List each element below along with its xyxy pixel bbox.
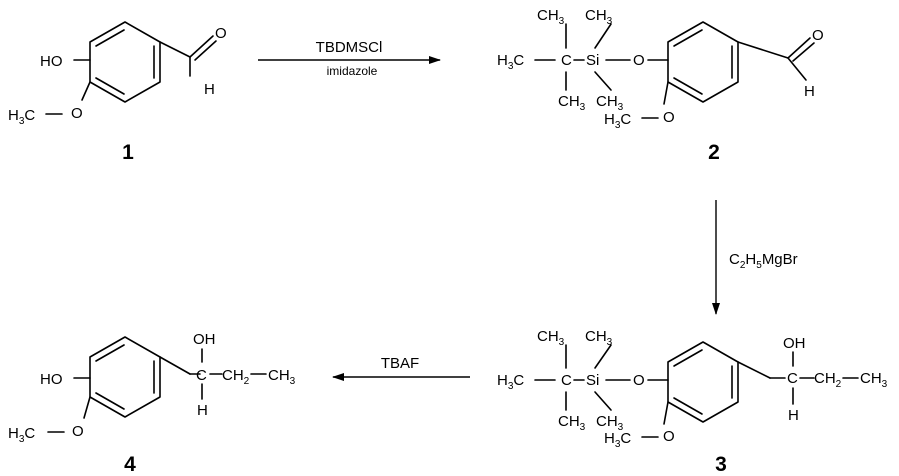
compound-1-hydroxyl-label: HO [40,53,63,70]
compound-4-methylene-label: CH2 [222,367,250,387]
compound-2-carbonyl-o-label: O [812,27,824,44]
compound-3-methylene-label: CH2 [814,370,842,390]
compound-2-bond [737,41,789,59]
compound-4-number: 4 [124,453,136,476]
compound-3-bond [737,361,771,379]
compound-3-bond [663,401,669,425]
compound-1-methoxy-o-label: O [71,105,83,122]
compound-2-methoxy-o-label: O [663,109,675,126]
compound-4-hydroxyl-chain-label: OH [193,331,216,348]
compound-2-tbu-methyl-label: CH3 [558,93,586,113]
compound-2-si-methyl-label: CH3 [585,7,613,27]
compound-3-methyl-label: H3C [604,430,631,450]
compound-3-ring [667,341,739,423]
compound-4-carbinol-h-label: H [197,402,208,419]
compound-1-ring-double-bond [95,29,125,47]
compound-4-ring [89,336,161,418]
compound-2-bond [787,57,807,81]
compound-4-carbinol-c-label: C [196,367,207,384]
compound-3-si-methyl-label: CH3 [585,328,613,348]
compound-2-methyl-label: H3C [497,52,524,72]
compound-2-si-label: Si [586,52,599,69]
condition-step-1: imidazole [327,64,378,78]
compound-1-co-double-bond [194,40,217,61]
compound-3-carbinol-h-label: H [788,407,799,424]
compound-1-cho-bond [159,41,191,58]
compound-3-ring-double-bond [673,349,703,367]
compound-3-bond [594,391,612,411]
compound-2-aldehyde-h-label: H [804,83,815,100]
compound-3-ether-o-label: O [633,372,645,389]
compound-3-bond [594,344,612,369]
reagent-step-1: TBDMSCl [316,39,383,56]
compound-4-hydroxyl-label: HO [40,371,63,388]
compound-3-ring-double-bond [673,397,703,415]
compound-1-co-double-bond [189,35,214,58]
compound-1-methyl-label: H3C [8,107,35,127]
compound-4-o-bond [83,396,91,419]
compound-3-quaternary-c-label: C [561,372,572,389]
compound-1-number: 1 [122,141,134,164]
compound-3-carbinol-c-label: C [787,370,798,387]
compound-4-ring-double-bond [95,392,125,410]
compound-4-terminal-methyl-label: CH3 [268,367,296,387]
compound-2-ring-double-bond [673,29,703,47]
compound-3-methoxy-o-label: O [663,428,675,445]
compound-1-ring [89,21,161,103]
compound-2-ether-o-label: O [633,52,645,69]
compound-1-ring-double-bond [95,77,125,95]
compound-2-number: 2 [708,141,720,164]
compound-2-methyl-label: H3C [604,111,631,131]
compound-3-si-label: Si [586,372,599,389]
compound-3-hydroxyl-label: OH [783,335,806,352]
compound-3-terminal-methyl-label: CH3 [860,370,888,390]
compound-3-si-methyl-label: CH3 [596,413,624,433]
reagent-step-2: C2H5MgBr [729,251,798,271]
compound-1-aldehyde-h-label: H [204,81,215,98]
compound-2-bond [663,81,669,105]
compound-4-methyl-label: H3C [8,425,35,445]
compound-3-structure: CH3 CH3 H3C C Si O CH3 CH3 O H3C C OH H [497,328,888,450]
reagent-step-3: TBAF [381,355,419,372]
compound-3-tbu-methyl-label: CH3 [558,413,586,433]
compound-2-bond [594,71,612,91]
compound-2-co-double-bond [787,37,811,59]
compound-1-structure: HO O H3C O H [8,21,227,127]
compound-2-structure: CH3 CH3 H3C C Si O CH3 CH3 O H3C O H [497,7,824,131]
compound-3-methyl-label: H3C [497,372,524,392]
compound-3-number: 3 [715,453,727,476]
compound-2-ring [667,21,739,103]
compound-4-ring-double-bond [95,344,125,362]
compound-3-tbu-methyl-label: CH3 [537,328,565,348]
compound-2-quaternary-c-label: C [561,52,572,69]
compound-4-structure: HO O H3C C OH H CH2 CH3 [8,331,296,445]
compound-2-bond [594,23,612,49]
compound-1-carbonyl-o-label: O [215,25,227,42]
compound-4-bond [159,356,191,375]
compound-2-co-double-bond [792,42,815,62]
compound-4-methoxy-o-label: O [72,423,84,440]
compound-2-ring-double-bond [673,77,703,95]
compound-2-si-methyl-label: CH3 [596,93,624,113]
compound-2-tbu-methyl-label: CH3 [537,7,565,27]
compound-1-o-bond [81,81,91,101]
